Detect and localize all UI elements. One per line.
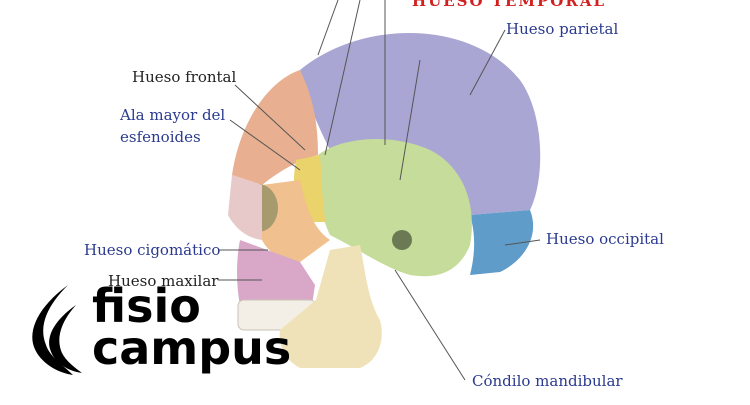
label-ala-mayor-line2: esfenoides: [120, 128, 201, 146]
label-temporal: HUESO TEMPORAL: [412, 0, 607, 10]
parietal-bone: [300, 32, 541, 215]
label-condilo: Cóndilo mandibular: [472, 372, 623, 390]
temporal-bone: [317, 139, 472, 277]
logo-line1: fisio: [92, 279, 201, 333]
label-maxilar: Hueso maxilar: [108, 272, 219, 290]
nasal-area: [228, 175, 262, 240]
label-ala-mayor-line1: Ala mayor del: [120, 106, 226, 124]
zygomatic-bone: [262, 180, 330, 262]
leader-lines: [218, 0, 541, 381]
logo-line2: campus: [92, 321, 292, 375]
label-cigomatico: Hueso cigomático: [84, 241, 221, 259]
flame-icon: [32, 285, 82, 375]
frontal-bone: [232, 70, 318, 185]
label-parietal: Hueso parietal: [506, 20, 619, 38]
ear-canal: [392, 230, 412, 250]
maxilla-bone: [237, 240, 315, 305]
mandible-bone: [279, 245, 382, 368]
label-occipital: Hueso occipital: [546, 230, 664, 248]
label-frontal: Hueso frontal: [132, 68, 237, 86]
occipital-bone: [470, 210, 534, 275]
